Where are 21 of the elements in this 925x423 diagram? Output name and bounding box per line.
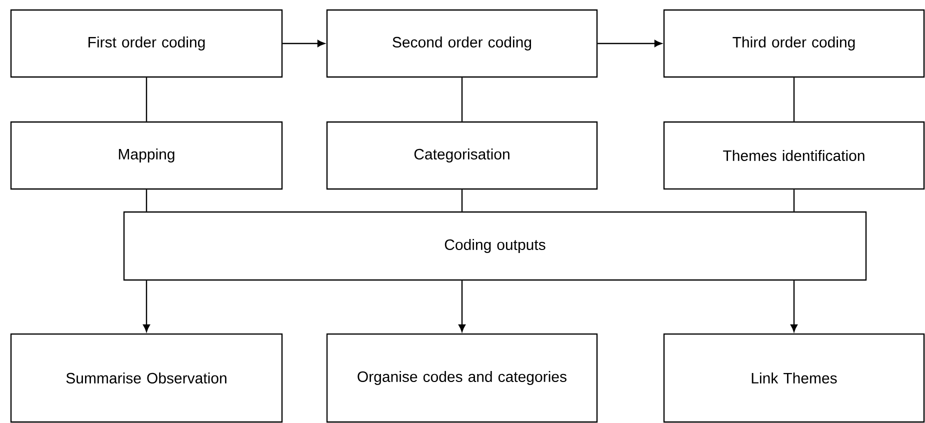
process-box: Organise codes and categories bbox=[326, 333, 598, 423]
process-box: First order coding bbox=[10, 9, 283, 78]
process-box: Link Themes bbox=[663, 333, 925, 423]
connector-line bbox=[793, 190, 795, 212]
arrow bbox=[143, 280, 150, 332]
arrow bbox=[282, 40, 325, 47]
process-box: Coding outputs bbox=[123, 211, 867, 281]
process-box: Themes identification bbox=[663, 121, 925, 190]
process-box: Second order coding bbox=[326, 9, 598, 78]
process-box: Mapping bbox=[10, 121, 283, 190]
connector-line bbox=[146, 190, 148, 212]
process-box: Third order coding bbox=[663, 9, 925, 78]
arrow bbox=[790, 280, 798, 332]
connector-line bbox=[461, 78, 463, 122]
connector-line bbox=[146, 78, 148, 122]
arrow bbox=[598, 40, 662, 47]
process-box: Summarise Observation bbox=[10, 333, 283, 423]
process-box: Categorisation bbox=[326, 121, 598, 190]
arrow bbox=[458, 280, 466, 332]
connector-line bbox=[461, 190, 463, 212]
connector-line bbox=[793, 78, 795, 122]
